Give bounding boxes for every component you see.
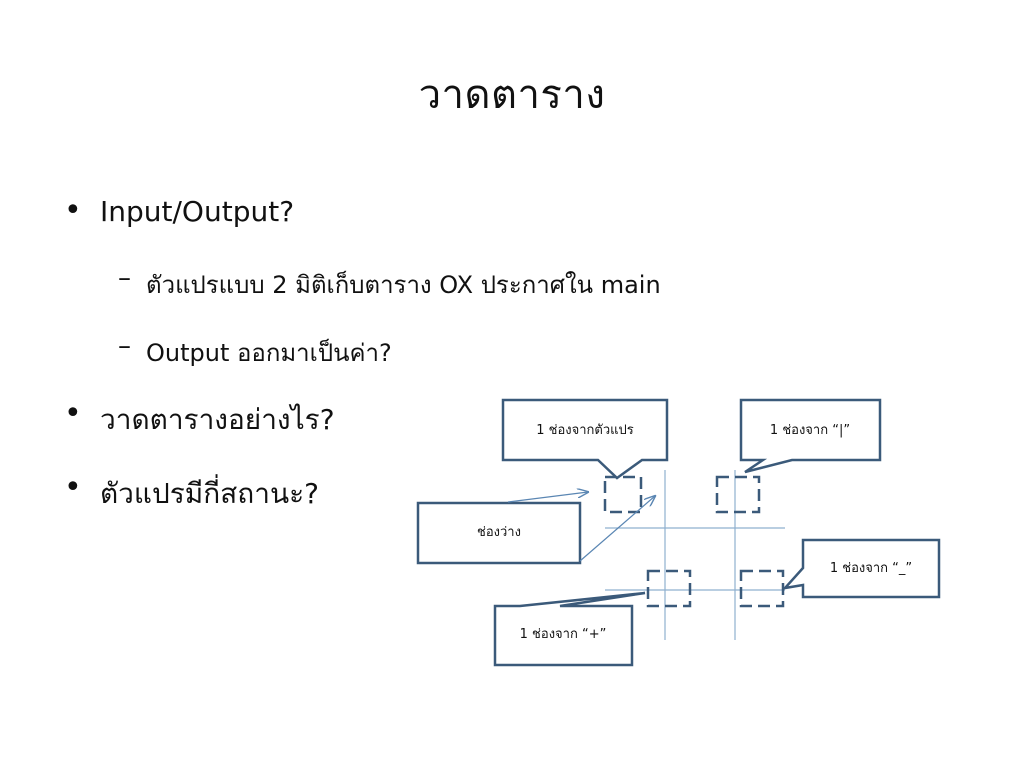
sub-bullet-output-value: – Output ออกมาเป็นค่า?	[118, 331, 392, 372]
sub-bullet-text: ตัวแปรแบบ 2 มิติเก็บตาราง OX ประกาศใน ma…	[146, 271, 661, 299]
callout-pipe-label: 1 ช่องจาก “|”	[770, 423, 850, 438]
sub-bullet-2d-variable: – ตัวแปรแบบ 2 มิติเก็บตาราง OX ประกาศใน …	[118, 263, 661, 304]
arrow-blank-to-center-cell	[579, 496, 655, 562]
callout-pipe-box	[739, 398, 882, 474]
bullet-how-draw: • วาดตารางอย่างไร?	[64, 396, 335, 442]
bullet-dot: •	[64, 396, 82, 431]
bullet-input-output: • Input/Output?	[64, 193, 295, 228]
dashed-cell-variable	[603, 475, 643, 514]
callout-blank-label: ช่องว่าง	[477, 525, 521, 540]
bullet-text: Input/Output?	[100, 195, 295, 228]
callout-underscore-box	[781, 538, 941, 599]
slide-title: วาดตาราง	[418, 72, 606, 118]
callout-variable-label: 1 ช่องจากตัวแปร	[536, 423, 634, 438]
callout-plus-box	[493, 591, 646, 667]
dashed-cell-underscore	[739, 569, 785, 608]
bullet-text: ตัวแปรมีกี่สถานะ?	[100, 477, 319, 510]
dashed-cell-plus	[646, 569, 692, 608]
callout-plus-label: 1 ช่องจาก “+”	[520, 627, 607, 642]
arrow-blank-to-top-cell	[507, 492, 588, 503]
bullet-variable-states: • ตัวแปรมีกี่สถานะ?	[64, 470, 319, 516]
callout-variable-box	[501, 398, 669, 480]
bullet-dot: •	[64, 193, 82, 228]
bullet-dot: •	[64, 470, 82, 505]
dashed-cell-pipe	[715, 475, 761, 514]
sub-bullet-dash: –	[118, 263, 131, 293]
sub-bullet-dash: –	[118, 331, 131, 361]
callout-underscore-label: 1 ช่องจาก “_”	[830, 561, 912, 576]
bullet-text: วาดตารางอย่างไร?	[100, 403, 335, 436]
sub-bullet-text: Output ออกมาเป็นค่า?	[146, 339, 392, 367]
callout-blank-box	[416, 501, 582, 565]
